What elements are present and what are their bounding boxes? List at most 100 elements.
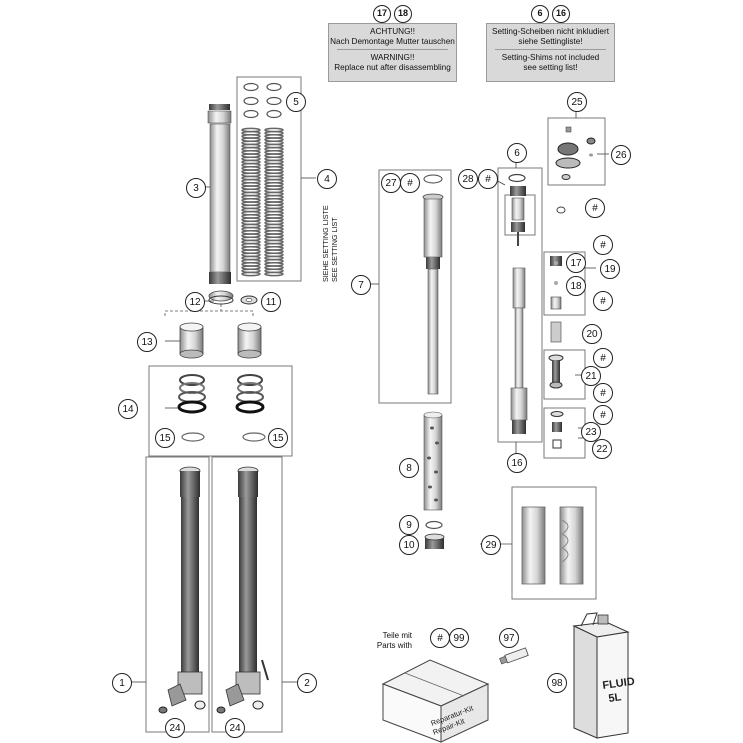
note-en-line1: WARNING!! [370, 53, 415, 62]
top-parts-25-26 [555, 126, 596, 180]
frame-cartridge [378, 169, 452, 404]
valve-parts-19 [550, 256, 562, 310]
spring-coil [241, 271, 261, 277]
tube-hole [435, 441, 439, 445]
callout-15-left: 15 [155, 428, 175, 448]
callout-14: 14 [118, 399, 138, 419]
callout-18: 18 [566, 276, 586, 296]
frame-protectors [511, 486, 597, 600]
callout-13: 13 [137, 332, 157, 352]
o-ring-9 [425, 520, 443, 530]
fluid-can-98 [572, 612, 630, 739]
note-en-line2: Replace nut after disassembling [334, 62, 451, 72]
fluid-can-line1: FLUID [602, 676, 636, 692]
callout-7: 7 [351, 275, 371, 295]
callout-15-right: 15 [268, 428, 288, 448]
callout-hash-21b: # [593, 383, 613, 403]
callout-hash-28: # [478, 169, 498, 189]
frame-damper [497, 167, 543, 443]
rings-15 [181, 432, 266, 442]
callout-21: 21 [581, 366, 601, 386]
callout-4: 4 [317, 169, 337, 189]
callout-9: 9 [399, 515, 419, 535]
callout-26: 26 [611, 145, 631, 165]
spring-20 [550, 321, 562, 343]
callout-22: 22 [592, 439, 612, 459]
cartridge-7 [422, 174, 444, 395]
callout-28: 28 [458, 169, 478, 189]
damper-rod-16 [510, 267, 528, 434]
fork-protectors-29 [521, 506, 584, 585]
frame-outer-tube-right [211, 456, 283, 733]
frame-seal-set [148, 365, 293, 457]
callout-27: 27 [381, 173, 401, 193]
o-rings-5 [243, 82, 282, 119]
nut-10 [424, 533, 445, 549]
note-ref-18: 18 [394, 5, 412, 23]
callout-hash-27: # [400, 173, 420, 193]
callout-24-left: 24 [165, 718, 185, 738]
note-de-line1: ACHTUNG!! [369, 27, 416, 36]
callout-10: 10 [399, 535, 419, 555]
note-ref-16: 16 [552, 5, 570, 23]
callout-hash-21a: # [593, 348, 613, 368]
kit-parts-label: Teile mit Parts with [372, 631, 412, 651]
small-washer [556, 206, 566, 214]
note-de-line1: Setting-Scheiben nicht inkludiert [492, 27, 609, 36]
kit-ref-99: 99 [449, 628, 469, 648]
damper-head-6 [508, 173, 526, 246]
callout-3: 3 [186, 178, 206, 198]
dashed-links [164, 304, 254, 316]
bushings-13 [179, 322, 262, 359]
note-ref-6: 6 [531, 5, 549, 23]
spacer-tube-holes [427, 426, 439, 502]
callout-hash-6: # [585, 198, 605, 218]
callout-25: 25 [567, 92, 587, 112]
seals-14 [177, 374, 265, 414]
callout-5: 5 [286, 92, 306, 112]
outer-tube-2 [216, 466, 269, 714]
callout-98: 98 [547, 673, 567, 693]
tube-hole [430, 426, 434, 430]
tube-hole [427, 456, 431, 460]
springs-4 [241, 127, 284, 277]
tube-hole [434, 498, 438, 502]
callout-hash-19b: # [593, 291, 613, 311]
callout-19: 19 [600, 259, 620, 279]
kit-parts-en: Parts with [376, 641, 412, 650]
callout-12: 12 [185, 292, 205, 312]
setting-list-label-de: SIEHE SETTING LISTE [321, 205, 330, 282]
callout-20: 20 [582, 324, 602, 344]
washer-11 [240, 295, 258, 305]
callout-1: 1 [112, 673, 132, 693]
setting-list-label-en: SEE SETTING LIST [330, 217, 339, 282]
callout-97: 97 [499, 628, 519, 648]
warning-note-nut: 17 18 ACHTUNG!! Nach Demontage Mutter ta… [328, 5, 457, 82]
note-de-line2: siehe Settingliste! [518, 36, 583, 46]
setting-shims-note: 6 16 Setting-Scheiben nicht inkludiert s… [486, 5, 615, 82]
callout-11: 11 [261, 292, 281, 312]
fluid-can-line2: 5L [608, 691, 623, 705]
inner-tube-3 [207, 104, 232, 284]
grease-tube-97 [499, 647, 529, 665]
callout-hash-19a: # [593, 235, 613, 255]
callout-29: 29 [481, 535, 501, 555]
valve-parts-23 [550, 411, 564, 449]
note-en-line1: Setting-Shims not included [501, 53, 600, 62]
note-ref-17: 17 [373, 5, 391, 23]
callout-24-right: 24 [225, 718, 245, 738]
repair-kit-box [381, 659, 490, 743]
outer-tube-1 [158, 466, 206, 714]
frame-top-parts [547, 117, 606, 186]
tube-hole [434, 470, 438, 474]
retainer-12 [208, 290, 234, 305]
valve-parts-21 [548, 354, 564, 389]
callout-23: 23 [581, 422, 601, 442]
note-de-line2: Nach Demontage Mutter tauschen [330, 36, 455, 46]
kit-ref-hash: # [430, 628, 450, 648]
callout-16: 16 [507, 453, 527, 473]
frame-spring-set [236, 76, 302, 282]
callout-2: 2 [297, 673, 317, 693]
